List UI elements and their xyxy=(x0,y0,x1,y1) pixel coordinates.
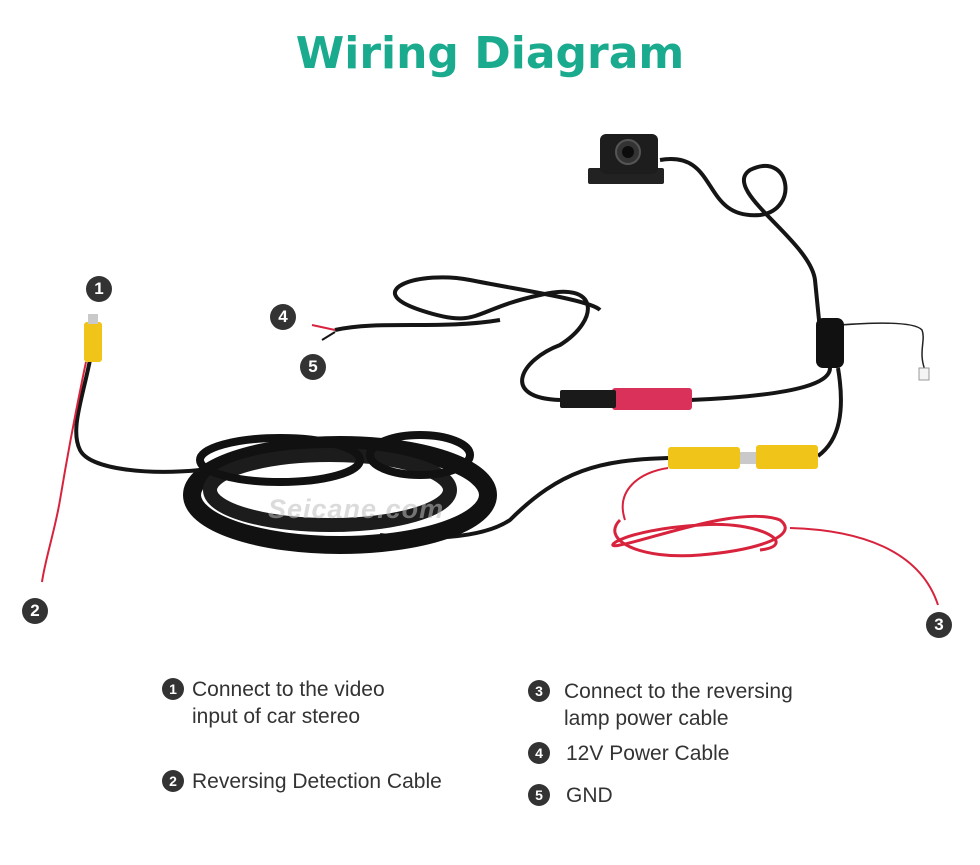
marker-5: 5 xyxy=(300,354,326,380)
power-cable-loop xyxy=(334,275,602,402)
video-rca-tip xyxy=(88,314,98,324)
box-to-red-rca xyxy=(689,367,832,402)
legend-item-3: 3 Connect to the reversing lamp power ca… xyxy=(528,678,793,732)
box-to-yellow-rca xyxy=(816,367,843,458)
legend-num: 3 xyxy=(528,680,550,702)
yellow-rca-left xyxy=(668,447,740,469)
trigger-lead xyxy=(839,322,926,371)
detection-red-wire xyxy=(41,361,87,583)
power-red-lead xyxy=(311,324,336,331)
red-rca-plug xyxy=(612,388,692,410)
legend-text: lamp power cable xyxy=(564,707,729,730)
watermark: Seicane.com xyxy=(268,494,445,524)
marker-2: 2 xyxy=(22,598,48,624)
legend-text: Reversing Detection Cable xyxy=(192,770,442,793)
marker-3: 3 xyxy=(926,612,952,638)
lamp-wire-lead xyxy=(621,467,669,521)
video-rca-plug xyxy=(84,322,102,362)
legend-item-5: 5 GND xyxy=(528,782,613,809)
legend-text: GND xyxy=(566,784,613,807)
legend-item-1: 1 Connect to the video input of car ster… xyxy=(162,676,385,730)
marker-1: 1 xyxy=(86,276,112,302)
cable-coil-inner xyxy=(203,448,457,532)
legend-text: Connect to the reversing xyxy=(564,680,793,703)
camera-cable xyxy=(659,157,822,331)
legend-item-4: 4 12V Power Cable xyxy=(528,740,729,767)
lamp-wire-coil xyxy=(611,514,787,558)
legend-num: 2 xyxy=(162,770,184,792)
cable-coil-right xyxy=(366,431,474,479)
legend-num: 5 xyxy=(528,784,550,806)
red-rca-body xyxy=(560,390,616,408)
camera-lens-glass xyxy=(622,146,634,158)
coil-to-stereo-cable xyxy=(74,359,201,474)
diagram-title: Wiring Diagram xyxy=(295,28,685,79)
lamp-wire-tail xyxy=(789,527,939,606)
cable-coil-top xyxy=(196,434,364,486)
legend-text: Connect to the video xyxy=(192,678,385,701)
legend-num: 4 xyxy=(528,742,550,764)
power-box xyxy=(816,318,844,368)
yellow-rca-right xyxy=(756,445,818,469)
legend-item-2: 2 Reversing Detection Cable xyxy=(162,768,442,795)
rca-metal-joint xyxy=(740,452,758,464)
legend-num: 1 xyxy=(162,678,184,700)
marker-4: 4 xyxy=(270,304,296,330)
trigger-connector xyxy=(918,367,930,381)
legend-text: 12V Power Cable xyxy=(566,742,730,765)
wiring-illustration xyxy=(41,134,939,606)
power-black-lead xyxy=(321,331,336,341)
legend-text: input of car stereo xyxy=(192,705,361,728)
